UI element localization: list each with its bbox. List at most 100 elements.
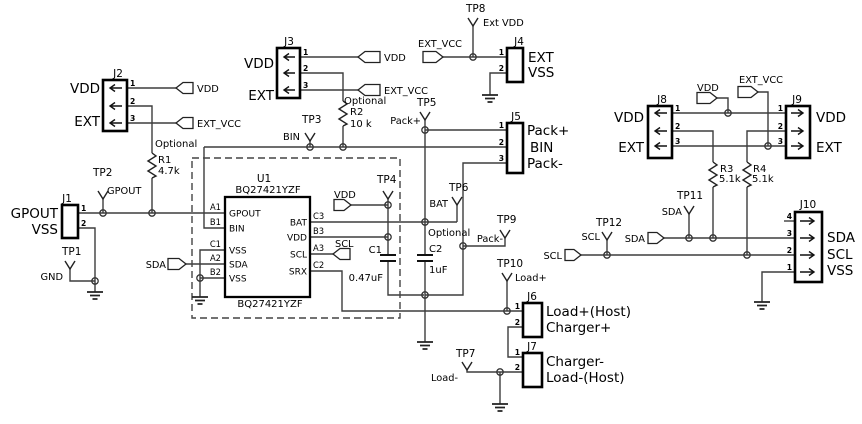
- scl-flag-label: SCL: [543, 251, 562, 262]
- j10-ref: J10: [799, 199, 816, 211]
- j10-label: SDA: [827, 230, 856, 246]
- sda-flag-label: SDA: [146, 260, 167, 271]
- tp1-net: GND: [41, 272, 63, 283]
- junction-dot: [603, 251, 611, 259]
- c1-symbol: [380, 254, 396, 262]
- r2-ref: R2: [350, 107, 363, 118]
- tp11-net: SDA: [662, 207, 683, 218]
- r1-symbol: [146, 152, 158, 179]
- j9-label: EXT: [816, 140, 843, 156]
- ext-vcc-flag-icon: [356, 83, 381, 97]
- c1-ref: C1: [369, 245, 382, 256]
- ground-icon: [482, 94, 498, 103]
- net-flags: VDD EXT_VCC VDD EXT_VCC EXT_VCC VDD SCL …: [146, 39, 783, 271]
- j8-label: EXT: [618, 140, 645, 156]
- r3-symbol: [707, 161, 719, 188]
- j8-body: [646, 104, 674, 160]
- j3-label: EXT: [248, 88, 275, 104]
- connector-j3: J3 VDD EXT 1 2 3: [244, 36, 308, 104]
- tp8-icon: [467, 17, 479, 28]
- u1-pin-des: A3: [313, 243, 324, 253]
- r1-note: Optional: [155, 139, 197, 150]
- j3-pin-number: 1: [303, 48, 308, 57]
- j2-pin-number: 2: [130, 97, 135, 106]
- tp3-net: BIN: [283, 132, 300, 143]
- tp2-net: GPOUT: [107, 186, 142, 197]
- u1-part-label: BQ27421YZF: [235, 185, 301, 196]
- r1-value: 4.7k: [158, 166, 180, 177]
- junction-dot: [685, 234, 693, 242]
- r1-ref: R1: [158, 155, 171, 166]
- r2-symbol: [337, 100, 349, 127]
- junction-dot: [384, 201, 392, 209]
- junction-dot: [339, 143, 347, 151]
- r2-note: Optional: [344, 96, 386, 107]
- u1-pin-des: B1: [210, 217, 221, 227]
- tp7-net: Load-: [431, 373, 459, 384]
- tp10-net: Load+: [515, 273, 547, 284]
- j5-ref: J5: [510, 111, 521, 123]
- j2-pin-number: 3: [130, 114, 135, 123]
- tp9-ref: TP9: [496, 214, 516, 226]
- tp10-ref: TP10: [496, 258, 523, 270]
- ext-vcc-flag-icon: [174, 116, 194, 130]
- j8-pin-arrows-icon: [653, 108, 667, 151]
- j4-body: [505, 46, 525, 84]
- tp7-ref: TP7: [455, 348, 475, 360]
- j1-label: VSS: [32, 222, 58, 238]
- junction-dot: [421, 126, 429, 134]
- tp11-icon: [683, 205, 695, 216]
- tp1-ref: TP1: [61, 246, 81, 258]
- c2-value: 1uF: [429, 265, 448, 276]
- junction-dot: [306, 143, 314, 151]
- j9-pin-number: 3: [778, 137, 783, 146]
- u1-pin-name: VSS: [229, 275, 247, 285]
- u1-ref: U1: [257, 173, 271, 185]
- j1-ref: J1: [61, 193, 72, 205]
- u1-pin-name: SRX: [289, 268, 307, 278]
- tp1-icon: [64, 260, 76, 271]
- junction-dot: [421, 218, 429, 226]
- optional-circuit-boundary: [191, 157, 401, 319]
- c2-ref: C2: [429, 244, 442, 255]
- j1-pin-number: 1: [81, 204, 86, 213]
- tp2-ref: TP2: [92, 167, 112, 179]
- j9-body: [784, 104, 812, 160]
- j6-label: Load+(Host): [546, 304, 631, 320]
- junction-dot: [421, 291, 429, 299]
- junction-dot: [764, 142, 772, 150]
- u1-body: [223, 195, 312, 299]
- r3-ref: R3: [720, 164, 733, 175]
- j7-pin-number: 2: [515, 363, 520, 372]
- ext-vcc-flag-label: EXT_VCC: [384, 86, 428, 97]
- junctions: [91, 53, 772, 376]
- j9-label: VDD: [816, 110, 846, 126]
- j6-label: Charger+: [546, 320, 611, 336]
- connector-j8: J8 VDD EXT 1 2 3: [614, 94, 680, 160]
- tp8-ref: TP8: [465, 3, 485, 15]
- j4-pin-number: 2: [499, 64, 504, 73]
- ext-vcc-flag-label: EXT_VCC: [197, 119, 241, 130]
- r4-value: 5.1k: [752, 174, 774, 185]
- scl-flag-icon: [564, 248, 583, 262]
- j8-label: VDD: [614, 110, 644, 126]
- scl-flag-icon: [331, 247, 351, 261]
- ic-u1: U1 BQ27421YZF BQ27421YZF A1 GPOUT B1 BIN…: [210, 173, 324, 310]
- c2-note: Optional: [428, 228, 470, 239]
- ext-vcc-flag-icon: [737, 85, 760, 99]
- junction-dot: [709, 234, 717, 242]
- j8-ref: J8: [656, 94, 667, 106]
- j2-pin-arrows-icon: [108, 83, 122, 128]
- j10-label: VSS: [827, 263, 853, 279]
- j4-pin-number: 1: [499, 48, 504, 57]
- j8-pin-number: 1: [675, 104, 680, 113]
- vdd-flag-icon: [696, 91, 719, 105]
- j10-label: SCL: [827, 247, 853, 263]
- j4-ref: J4: [513, 36, 524, 48]
- tp7-icon: [461, 361, 473, 372]
- j9-pin-number: 2: [778, 122, 783, 131]
- r4-ref: R4: [753, 164, 766, 175]
- r3-value: 5.1k: [719, 174, 741, 185]
- c1-value: 0.47uF: [349, 273, 384, 284]
